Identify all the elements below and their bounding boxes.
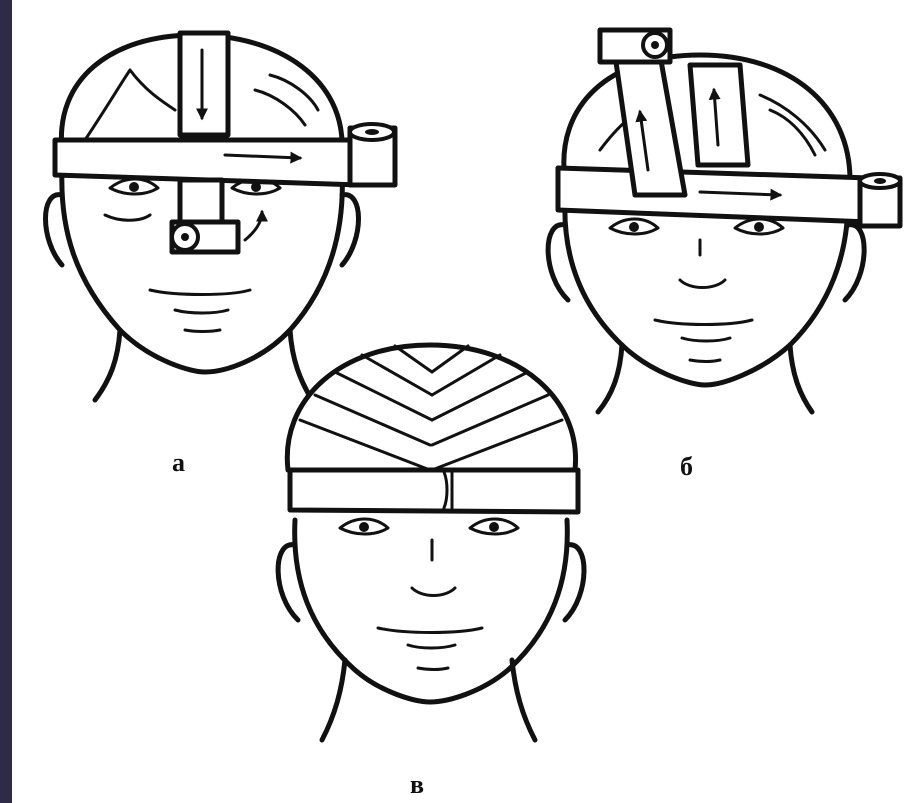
caption-c: в bbox=[410, 770, 424, 800]
caption-b: б bbox=[680, 452, 693, 482]
bandage-illustration bbox=[12, 0, 904, 803]
figure-canvas: а б в bbox=[12, 0, 904, 803]
caption-a: а bbox=[172, 448, 185, 478]
panel-c-head bbox=[278, 345, 584, 740]
panel-b-head bbox=[548, 30, 900, 412]
panel-a-head bbox=[46, 33, 396, 400]
